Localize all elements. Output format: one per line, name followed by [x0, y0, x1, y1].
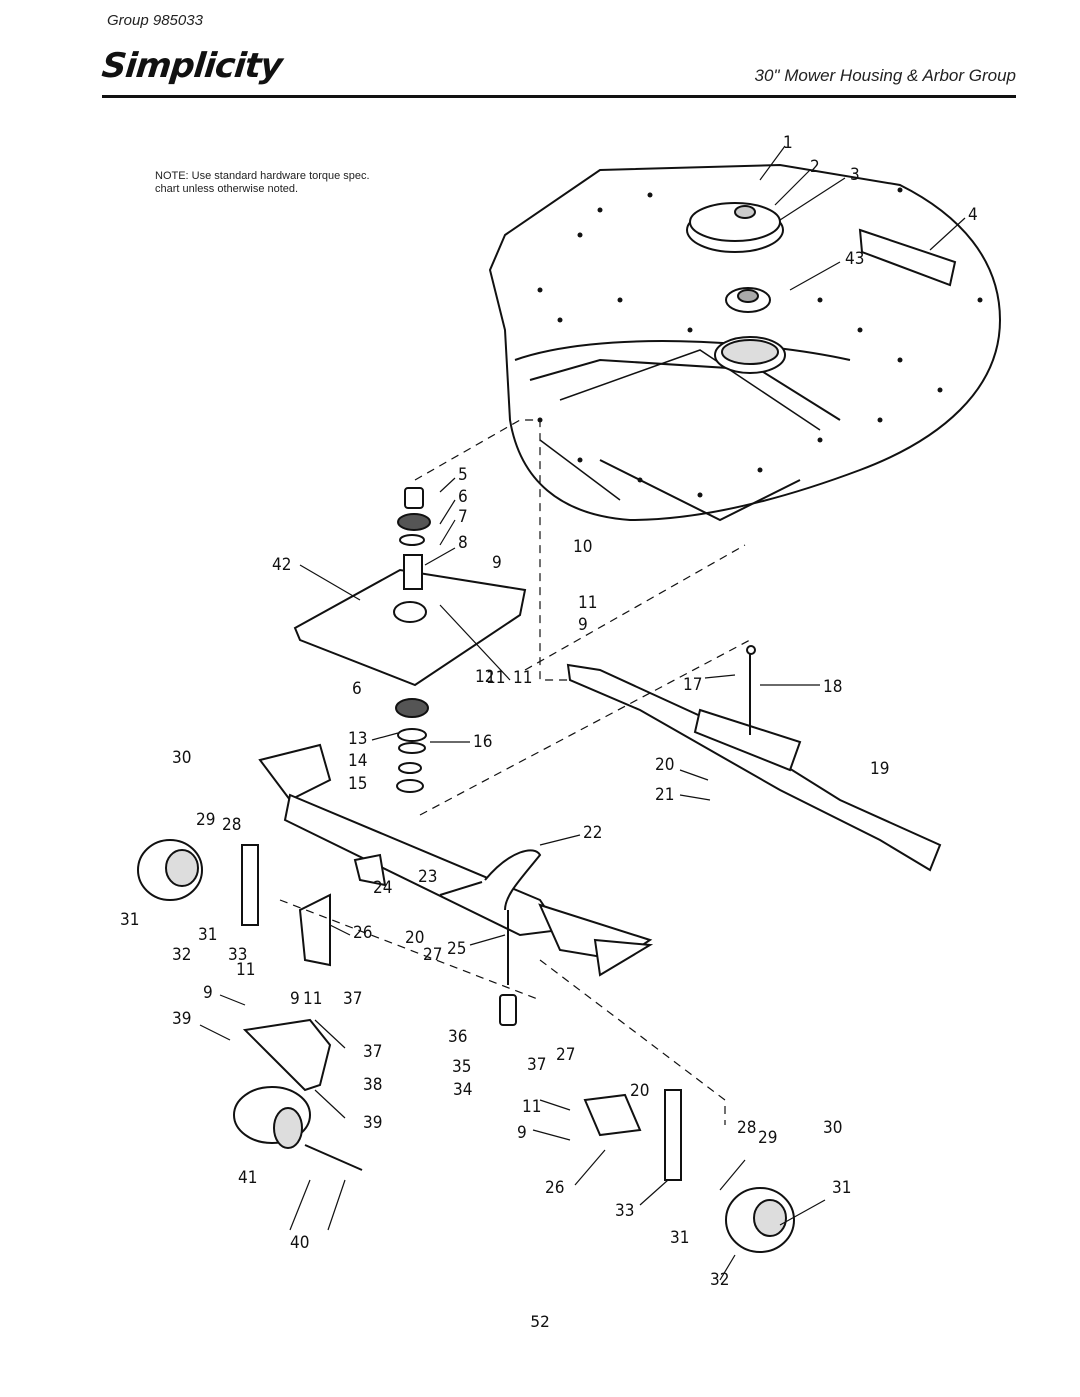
callout: 26 [353, 923, 372, 943]
callout: 37 [343, 989, 362, 1009]
callout: 17 [683, 675, 702, 695]
callout: 36 [448, 1027, 467, 1047]
callout: 27 [423, 945, 442, 965]
callout: 18 [823, 677, 842, 697]
callout: 13 [348, 729, 367, 749]
callout: 23 [418, 867, 437, 887]
group-number: Group 985033 [107, 12, 203, 29]
callout: 22 [583, 823, 602, 843]
callout: 24 [373, 878, 392, 898]
callout: 9 [492, 553, 502, 573]
callout: 11 [303, 989, 322, 1009]
hardware-note: NOTE: Use standard hardware torque spec.… [155, 170, 370, 195]
callout: 10 [573, 537, 592, 557]
callout: 31 [832, 1178, 851, 1198]
spindle-assembly [293, 487, 527, 793]
callout: 31 [120, 910, 139, 930]
callout: 20 [630, 1081, 649, 1101]
callout: 25 [447, 939, 466, 959]
callout: 8 [458, 533, 468, 553]
callout: 26 [545, 1178, 564, 1198]
callout: 11 [578, 593, 597, 613]
callout: 2 [810, 157, 820, 177]
callout: 33 [615, 1201, 634, 1221]
callout: 40 [290, 1233, 309, 1253]
leader-lines [199, 145, 966, 1281]
mower-blade [566, 645, 942, 872]
callout: 29 [196, 810, 215, 830]
page-number: 52 [530, 1312, 550, 1331]
callout: 11 [522, 1097, 541, 1117]
callout: 41 [238, 1168, 257, 1188]
callout: 6 [458, 487, 468, 507]
callout: 31 [198, 925, 217, 945]
callout: 28 [737, 1118, 756, 1138]
callout: 9 [203, 983, 213, 1003]
callout: 20 [655, 755, 674, 775]
section-title: 30" Mower Housing & Arbor Group [754, 66, 1016, 85]
callout: 11 [486, 668, 505, 688]
callout: 29 [758, 1128, 777, 1148]
callout: 3 [850, 165, 860, 185]
callout: 39 [172, 1009, 191, 1029]
phantom-lines [279, 419, 751, 1125]
callout: 32 [172, 945, 191, 965]
callout: 30 [823, 1118, 842, 1138]
callout: 14 [348, 751, 367, 771]
callout: 33 [228, 945, 247, 965]
callout: 32 [710, 1270, 729, 1290]
callout: 12 [475, 667, 494, 687]
callout: 37 [527, 1055, 546, 1075]
callout: 9 [290, 989, 300, 1009]
callout: 7 [458, 507, 468, 527]
callout-labels: 1 2 3 4 43 5 6 7 8 9 10 42 11 11 9 12 11… [120, 133, 978, 1290]
callout: 1 [783, 133, 793, 153]
callout: 9 [517, 1123, 527, 1143]
callout: 39 [363, 1113, 382, 1133]
callout: 20 [405, 928, 424, 948]
mower-deck [488, 163, 1002, 522]
callout: 5 [458, 465, 468, 485]
callout: 21 [655, 785, 674, 805]
callout: 19 [870, 759, 889, 779]
callout: 11 [236, 960, 255, 980]
callout: 42 [272, 555, 291, 575]
callout: 9 [578, 615, 588, 635]
callout: 38 [363, 1075, 382, 1095]
callout: 35 [452, 1057, 471, 1077]
header-rule [102, 95, 1016, 98]
callout: 28 [222, 815, 241, 835]
callout: 43 [845, 249, 864, 269]
callout: 4 [968, 205, 978, 225]
callout: 31 [670, 1228, 689, 1248]
callout: 30 [172, 748, 191, 768]
callout: 16 [473, 732, 492, 752]
deck-bolts [537, 187, 983, 498]
callout: 11 [513, 668, 532, 688]
callout: 34 [453, 1080, 472, 1100]
callout: 6 [352, 679, 362, 699]
callout: 15 [348, 774, 367, 794]
callout: 27 [556, 1045, 575, 1065]
tension-arms-and-rollers [137, 743, 795, 1253]
callout: 37 [363, 1042, 382, 1062]
